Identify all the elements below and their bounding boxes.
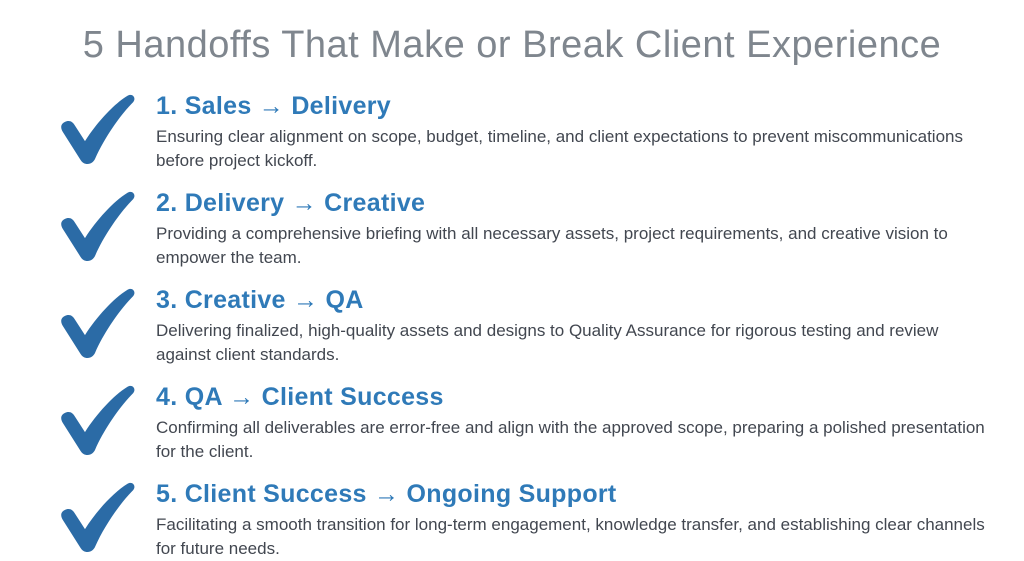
item-text: 5. Client Success → Ongoing Support Faci… bbox=[156, 479, 991, 561]
item-heading: 2. Delivery → Creative bbox=[156, 189, 426, 217]
item-description: Confirming all deliverables are error-fr… bbox=[156, 418, 985, 461]
list-item: 3. Creative → QA Delivering finalized, h… bbox=[56, 285, 1024, 367]
item-text: 1. Sales → Delivery Ensuring clear align… bbox=[156, 91, 991, 173]
checkmark-icon bbox=[56, 287, 138, 361]
item-text: 3. Creative → QA Delivering finalized, h… bbox=[156, 285, 991, 367]
list-item: 5. Client Success → Ongoing Support Faci… bbox=[56, 479, 1024, 561]
list-item: 2. Delivery → Creative Providing a compr… bbox=[56, 188, 1024, 270]
item-heading: 4. QA → Client Success bbox=[156, 383, 444, 411]
checkmark-icon bbox=[56, 190, 138, 264]
checkmark-icon bbox=[56, 481, 138, 555]
checkmark-icon bbox=[56, 93, 138, 167]
item-description: Ensuring clear alignment on scope, budge… bbox=[156, 127, 963, 170]
list-item: 4. QA → Client Success Confirming all de… bbox=[56, 382, 1024, 464]
handoff-list: 1. Sales → Delivery Ensuring clear align… bbox=[0, 91, 1024, 561]
item-heading: 3. Creative → QA bbox=[156, 286, 364, 314]
item-heading: 1. Sales → Delivery bbox=[156, 92, 392, 120]
item-description: Delivering finalized, high-quality asset… bbox=[156, 321, 939, 364]
item-text: 2. Delivery → Creative Providing a compr… bbox=[156, 188, 991, 270]
item-description: Providing a comprehensive briefing with … bbox=[156, 224, 948, 267]
page-title: 5 Handoffs That Make or Break Client Exp… bbox=[82, 24, 942, 66]
list-item: 1. Sales → Delivery Ensuring clear align… bbox=[56, 91, 1024, 173]
item-text: 4. QA → Client Success Confirming all de… bbox=[156, 382, 991, 464]
item-description: Facilitating a smooth transition for lon… bbox=[156, 515, 985, 558]
item-heading: 5. Client Success → Ongoing Support bbox=[156, 480, 617, 508]
checkmark-icon bbox=[56, 384, 138, 458]
